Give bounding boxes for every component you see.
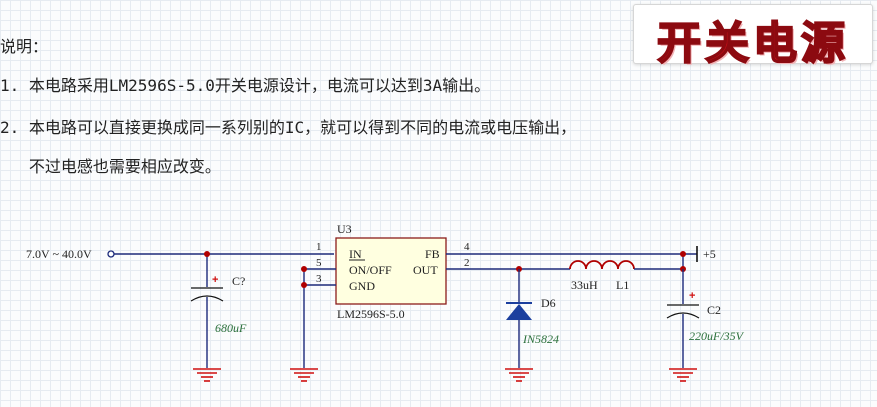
ic-body [335, 237, 447, 305]
input-voltage-label: 7.0V ~ 40.0V [26, 247, 92, 261]
diode-value: IN5824 [522, 332, 559, 346]
title-badge: 开关电源 [633, 4, 873, 70]
note-line-3: 不过电感也需要相应改变。 [0, 157, 221, 176]
pin-number-onoff: 5 [316, 257, 322, 269]
inductor-value: 33uH [571, 278, 598, 292]
ground-symbol-cin [193, 368, 221, 382]
pin-number-fb: 4 [464, 241, 470, 253]
pin-number-out: 2 [464, 257, 470, 269]
output-voltage-label: +5 [703, 247, 716, 261]
diode-ref: D6 [541, 296, 556, 310]
ic-pin-out: OUT [413, 263, 438, 277]
cin-polarity: + [212, 274, 218, 286]
notes-heading: 说明： [0, 37, 49, 56]
cout-ref: C2 [707, 303, 721, 317]
inductor-symbol [569, 260, 635, 270]
junction-dot [680, 251, 686, 257]
cout-plate-bottom [666, 312, 700, 319]
ground-symbol-diode [505, 368, 533, 382]
ic-part-number: LM2596S-5.0 [337, 307, 405, 321]
ground-symbol-cout [669, 368, 697, 382]
cin-plate-bottom [190, 295, 224, 302]
ic-ref: U3 [337, 222, 352, 236]
junction-dot [301, 266, 307, 272]
inductor-ref: L1 [616, 278, 629, 292]
title-badge-text: 开关电源 [656, 17, 849, 70]
ic-pin-onoff: ON/OFF [349, 263, 392, 277]
cin-value: 680uF [215, 321, 247, 335]
junction-dot [204, 251, 210, 257]
ic-pin-in: IN [349, 247, 362, 261]
junction-dot [301, 282, 307, 288]
cout-polarity: + [689, 290, 695, 302]
cin-ref: C? [232, 274, 245, 288]
ic-pin-gnd: GND [349, 279, 375, 293]
pin-number-in: 1 [316, 241, 322, 253]
ic-pin-fb: FB [425, 247, 440, 261]
pin-number-gnd: 3 [316, 273, 322, 285]
diode-symbol [506, 304, 532, 320]
note-line-2: 2. 本电路可以直接更换成同一系列别的IC，就可以得到不同的电流或电压输出， [0, 118, 577, 137]
input-port [107, 250, 115, 258]
cout-value: 220uF/35V [689, 329, 745, 343]
ground-symbol-ic [290, 368, 318, 382]
note-line-1: 1. 本电路采用LM2596S-5.0开关电源设计，电流可以达到3A输出。 [0, 76, 491, 95]
